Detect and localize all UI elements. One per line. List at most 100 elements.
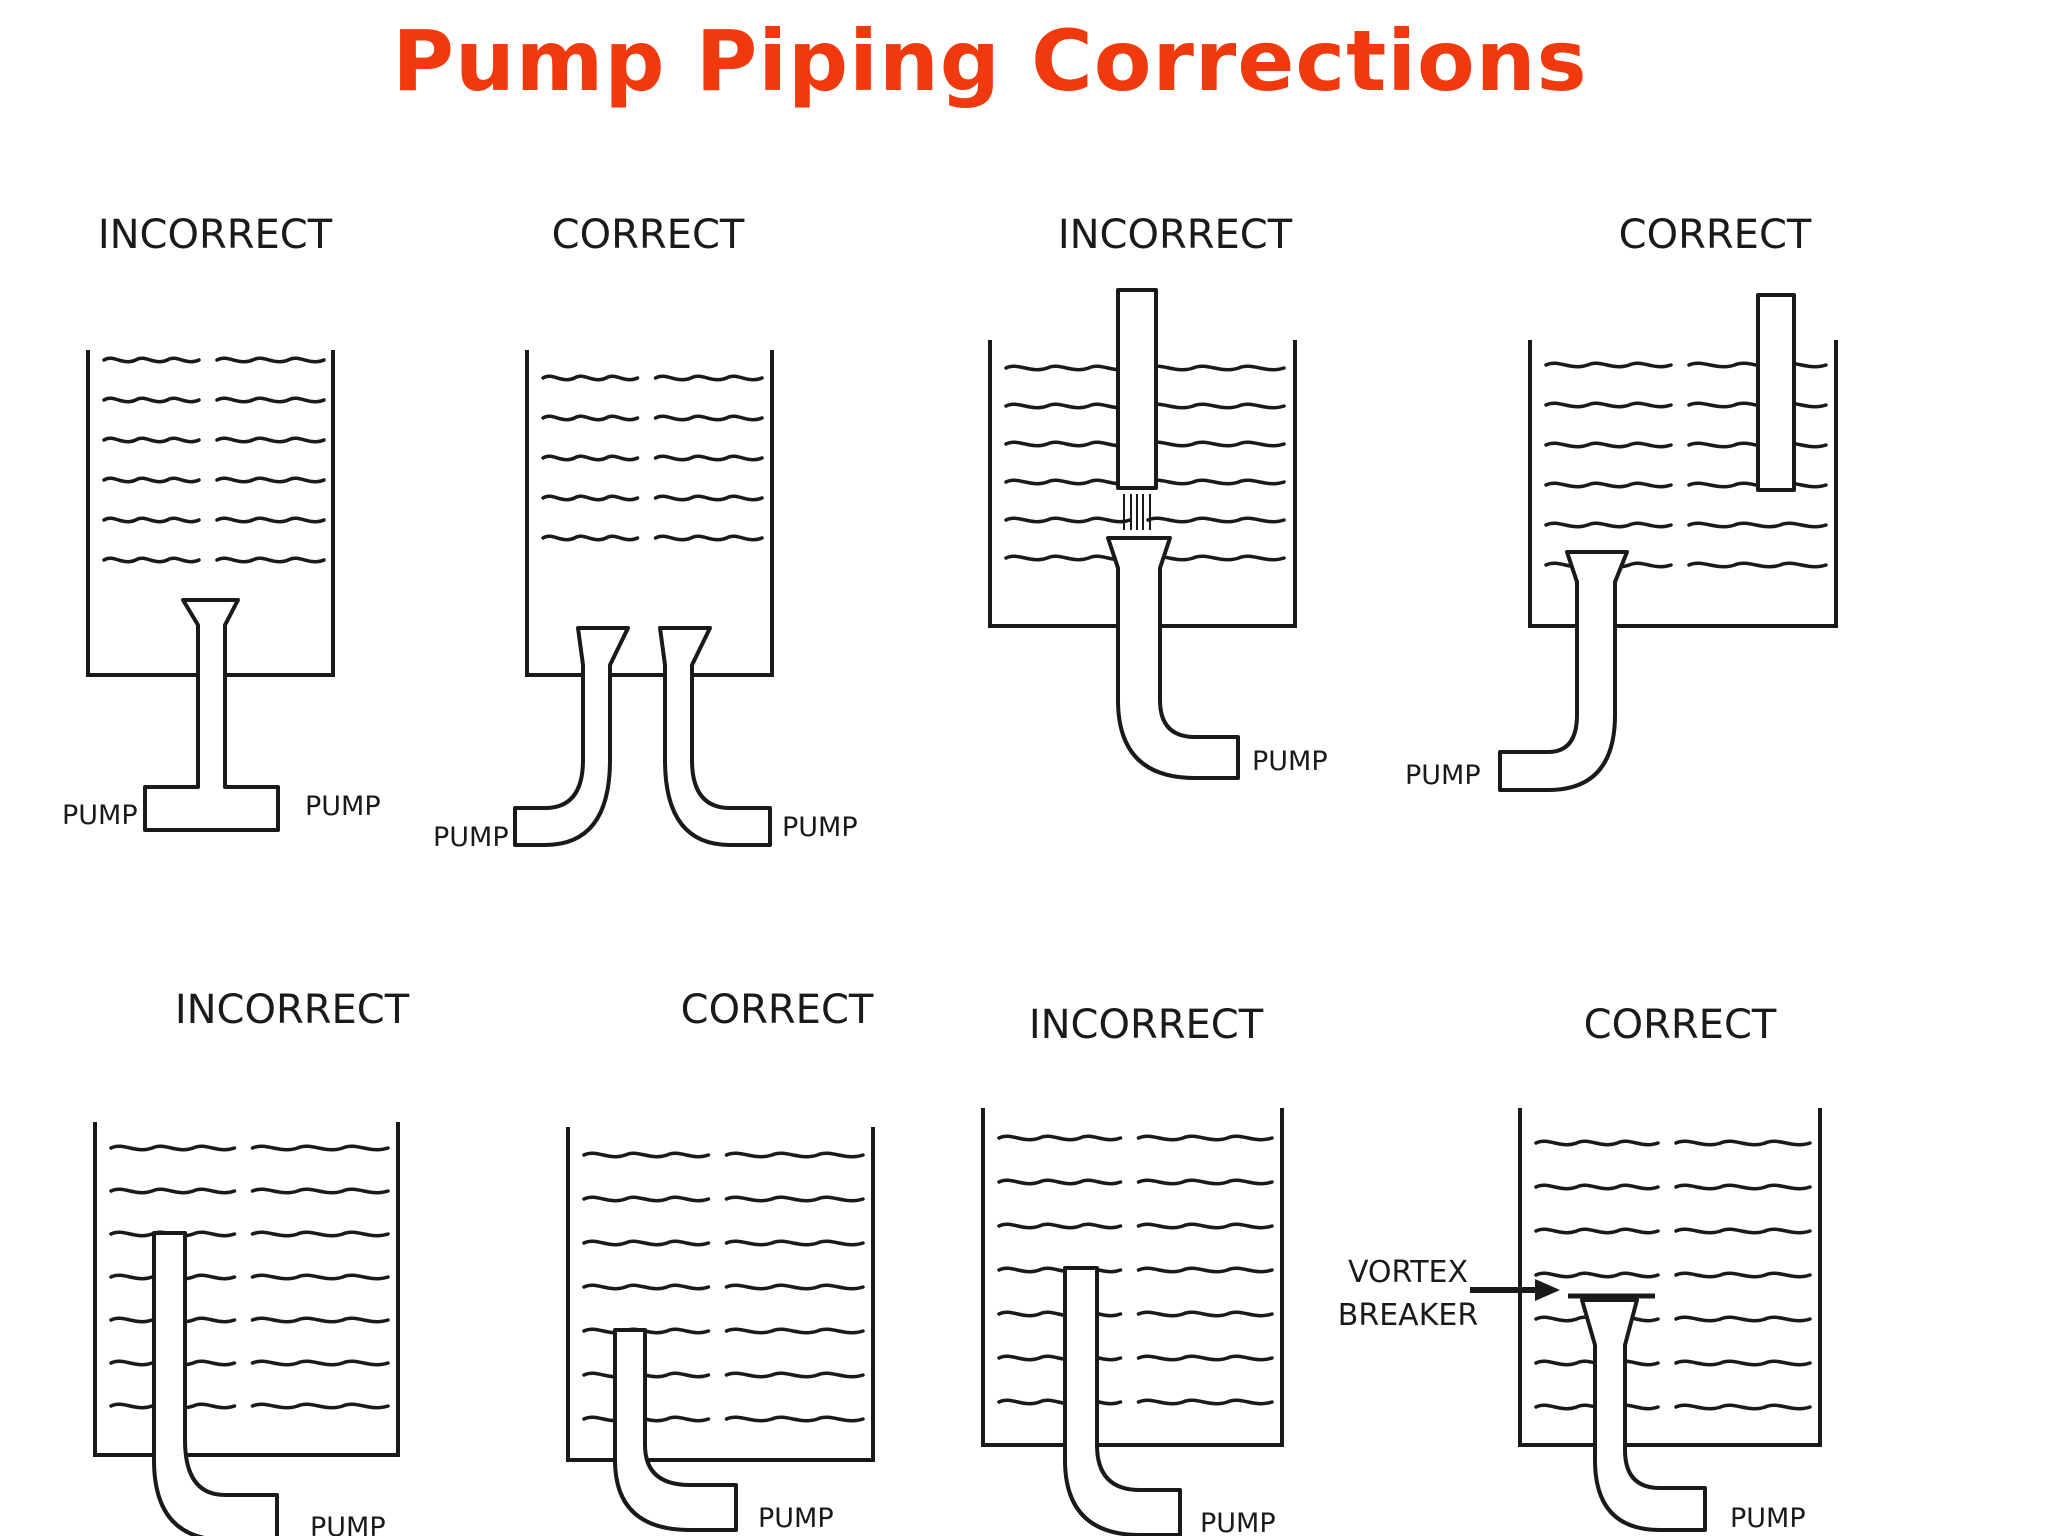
- wave-line: [215, 356, 326, 364]
- wave-line: [109, 1144, 237, 1152]
- suction-pipe: [152, 1231, 279, 1536]
- wave-line: [1534, 1271, 1660, 1279]
- pump-label: PUMP: [310, 1512, 386, 1536]
- wave-line: [541, 454, 640, 462]
- wave-line: [1146, 364, 1286, 372]
- vortex-label-line-2: BREAKER: [1338, 1298, 1478, 1333]
- suction-pipe: [1498, 550, 1629, 792]
- wave-line: [724, 1371, 865, 1379]
- wave-line: [250, 1402, 390, 1410]
- wave-line: [1004, 554, 1132, 562]
- panel-1-incorrect: INCORRECT PUMP PUMP: [62, 212, 381, 832]
- pump-label: PUMP: [1730, 1503, 1806, 1534]
- arrow-head-icon: [1535, 1279, 1560, 1301]
- panel-6-heading: CORRECT: [681, 987, 874, 1033]
- wave-line: [250, 1273, 390, 1281]
- pump-label-right: PUMP: [782, 812, 858, 843]
- wave-line: [724, 1239, 865, 1247]
- water-waves: [1004, 364, 1286, 562]
- wave-line: [1146, 516, 1286, 524]
- wave-line: [997, 1134, 1123, 1142]
- wave-line: [582, 1283, 711, 1291]
- inlet-stream: [1123, 494, 1151, 530]
- wave-line: [1687, 481, 1828, 489]
- page-title: Pump Piping Corrections: [392, 12, 1588, 110]
- wave-line: [582, 1239, 711, 1247]
- water-waves: [109, 1144, 390, 1410]
- wave-line: [215, 396, 326, 404]
- wave-line: [1534, 1139, 1660, 1147]
- water-waves: [997, 1134, 1274, 1406]
- wave-line: [1674, 1359, 1812, 1367]
- tank: [981, 1108, 1284, 1447]
- wave-line: [653, 374, 764, 382]
- panel-7-heading: INCORRECT: [1029, 1002, 1264, 1048]
- wave-line: [250, 1230, 390, 1238]
- wave-line: [215, 516, 326, 524]
- suction-pipe: [613, 1328, 738, 1532]
- wave-line: [102, 396, 201, 404]
- wave-line: [109, 1187, 237, 1195]
- pump-label: PUMP: [1405, 760, 1481, 791]
- wave-line: [653, 454, 764, 462]
- wave-line: [1004, 516, 1132, 524]
- wave-line: [724, 1415, 865, 1423]
- panel-3-incorrect: INCORRECT PUMP: [988, 212, 1328, 780]
- wave-line: [1146, 554, 1286, 562]
- panel-7-incorrect: INCORRECT PUMP: [981, 1002, 1284, 1536]
- wave-line: [997, 1178, 1123, 1186]
- wave-line: [541, 534, 640, 542]
- wave-line: [1146, 440, 1286, 448]
- panel-5-incorrect: INCORRECT PUMP: [93, 987, 410, 1536]
- wave-line: [1674, 1183, 1812, 1191]
- wave-line: [1004, 364, 1132, 372]
- wave-line: [997, 1354, 1123, 1362]
- wave-line: [997, 1222, 1123, 1230]
- vortex-label-line-1: VORTEX: [1348, 1255, 1468, 1290]
- water-waves: [102, 356, 326, 564]
- tank: [525, 350, 774, 677]
- wave-line: [1136, 1354, 1274, 1362]
- wave-line: [215, 476, 326, 484]
- panel-1-heading: INCORRECT: [98, 212, 333, 258]
- water-waves: [1534, 1139, 1812, 1411]
- wave-line: [250, 1316, 390, 1324]
- wave-line: [724, 1327, 865, 1335]
- tank: [93, 1122, 400, 1457]
- wave-line: [541, 494, 640, 502]
- tee-suction-pipe: [143, 598, 280, 832]
- wave-line: [582, 1151, 711, 1159]
- wave-line: [1674, 1139, 1812, 1147]
- wave-line: [1687, 361, 1828, 369]
- wave-line: [1004, 402, 1132, 410]
- wave-line: [1136, 1134, 1274, 1142]
- panel-5-heading: INCORRECT: [175, 987, 410, 1033]
- wave-line: [102, 476, 201, 484]
- wave-line: [1136, 1266, 1274, 1274]
- wave-line: [1136, 1398, 1274, 1406]
- wave-line: [1146, 478, 1286, 486]
- panel-3-heading: INCORRECT: [1058, 212, 1293, 258]
- wave-line: [653, 414, 764, 422]
- wave-line: [1674, 1227, 1812, 1235]
- wave-line: [250, 1359, 390, 1367]
- wave-line: [1674, 1271, 1812, 1279]
- wave-line: [1687, 521, 1828, 529]
- suction-pipe: [1063, 1266, 1182, 1536]
- wave-line: [997, 1266, 1123, 1274]
- wave-line: [1687, 401, 1828, 409]
- wave-line: [1136, 1222, 1274, 1230]
- wave-line: [997, 1310, 1123, 1318]
- wave-line: [541, 374, 640, 382]
- wave-line: [1544, 441, 1673, 449]
- suction-pipe-right: [658, 626, 772, 847]
- tank: [566, 1127, 875, 1462]
- tank: [1528, 340, 1838, 628]
- wave-line: [1544, 361, 1673, 369]
- wave-line: [250, 1187, 390, 1195]
- water-waves: [541, 374, 764, 542]
- wave-line: [724, 1151, 865, 1159]
- wave-line: [1534, 1183, 1660, 1191]
- wave-line: [215, 436, 326, 444]
- wave-line: [102, 436, 201, 444]
